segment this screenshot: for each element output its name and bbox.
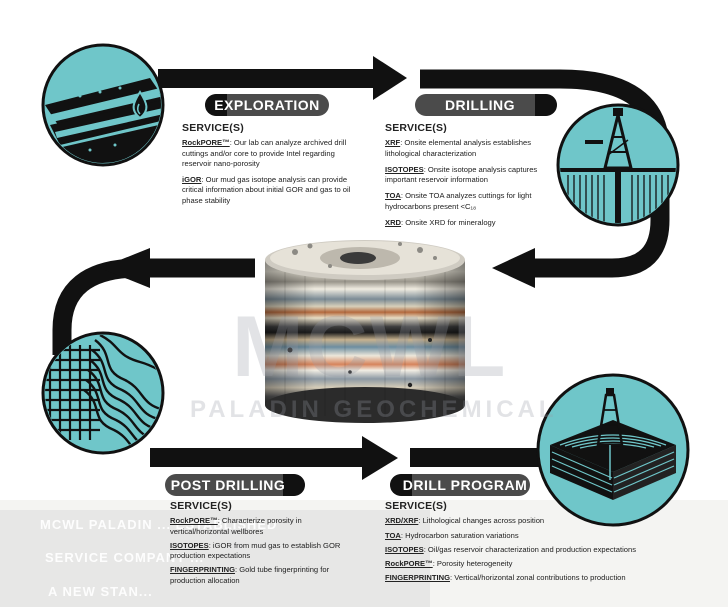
grid-wave-layers-icon <box>41 331 165 455</box>
service-item: FINGERPRINTING: Gold tube fingerprinting… <box>170 565 330 585</box>
stage-label-drilling: DRILLING <box>415 94 557 116</box>
service-item: TOA: Onsite TOA analyzes cuttings for li… <box>385 191 532 211</box>
arrow-left-curve <box>52 248 255 355</box>
post-drilling-services: SERVICE(S) RockPORE™: Characterize poros… <box>170 501 342 590</box>
service-item: iGOR: Our mud gas isotope analysis can p… <box>182 175 351 205</box>
drilling-rig-icon <box>556 103 680 227</box>
watermark-subtitle: PALADIN GEOCHEMICAL <box>190 396 558 423</box>
arrow-bottom <box>150 436 550 480</box>
service-item: RockPORE™: Our lab can analyze archived … <box>182 138 347 168</box>
drill-program-services: SERVICE(S) XRD/XRF: Lithological changes… <box>385 501 685 588</box>
service-heading: SERVICE(S) <box>385 500 447 512</box>
service-item: ISOTOPES: Onsite isotope analysis captur… <box>385 164 538 185</box>
service-item: RockPORE™: Porosity heterogeneity <box>385 559 513 569</box>
service-heading: SERVICE(S) <box>182 122 244 134</box>
rock-strata-oil-drop-icon <box>41 43 165 167</box>
drilling-services: SERVICE(S) XRF: Onsite elemental analysi… <box>385 123 557 234</box>
stage-label-exploration: EXPLORATION <box>205 94 329 116</box>
stage-label-post-drilling: POST DRILLING <box>165 474 305 496</box>
exploration-services: SERVICE(S) RockPORE™: Our lab can analyz… <box>182 123 362 212</box>
stage-label-drill-program: DRILL PROGRAM <box>390 474 530 496</box>
service-item: XRD: Onsite XRD for mineralogy <box>385 218 496 228</box>
arrow-top <box>158 56 407 100</box>
service-heading: SERVICE(S) <box>170 500 232 512</box>
service-item: RockPORE™: Characterize porosity in vert… <box>170 516 302 536</box>
watermark-logo: MCWL <box>232 299 508 395</box>
service-item: XRF: Onsite elemental analysis establish… <box>385 138 532 158</box>
service-item: ISOTOPES: Oil/gas reservoir characteriza… <box>385 544 637 554</box>
derrick-on-layers-icon <box>536 373 690 527</box>
core-sample-cylinder <box>265 240 465 423</box>
faded-banner-line-2: SERVICE COMPANY ... <box>45 550 205 565</box>
service-item: XRD/XRF: Lithological changes across pos… <box>385 516 545 526</box>
service-item: ISOTOPES: iGOR from mud gas to establish… <box>170 540 341 561</box>
service-item: FINGERPRINTING: Vertical/horizontal zona… <box>385 573 626 583</box>
service-item: TOA: Hydrocarbon saturation variations <box>385 530 519 540</box>
faded-banner-line-3: A NEW STAN... <box>48 584 153 599</box>
service-heading: SERVICE(S) <box>385 122 447 134</box>
faded-banner-line-1: MCWL PALADIN ... ESTABLISHED <box>40 517 278 532</box>
